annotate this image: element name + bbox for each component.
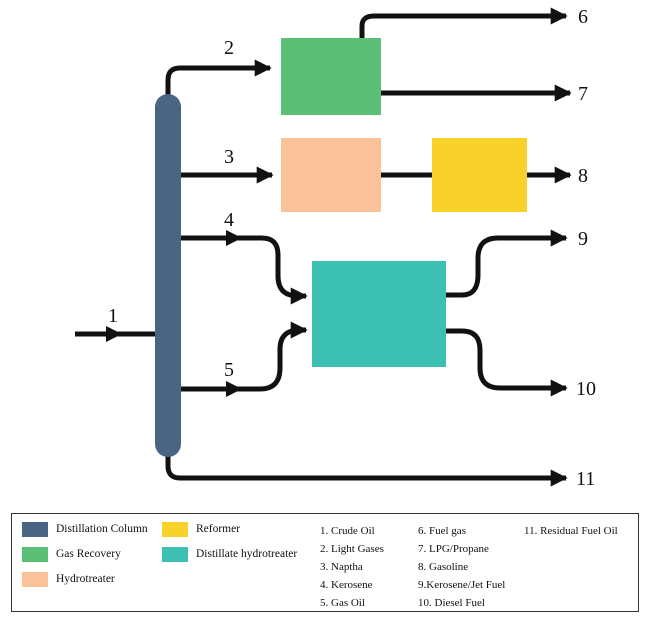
stream-label-3: 3 xyxy=(224,146,234,168)
legend-stream-11: 11. Residual Fuel Oil xyxy=(524,525,618,537)
refinery-flow-diagram: 1 2 3 4 5 6 7 8 9 10 11 xyxy=(75,6,596,490)
reformer-unit xyxy=(432,138,527,212)
legend-stream-3: 3. Naptha xyxy=(320,561,363,573)
legend-stream-4: 4. Kerosene xyxy=(320,579,373,591)
legend-label-distillation-column: Distillation Column xyxy=(56,523,148,535)
stream-4-arrow-icon xyxy=(226,230,242,246)
stream-1-arrow-icon xyxy=(106,326,122,342)
stream-label-8: 8 xyxy=(578,165,588,187)
hydrotreater-unit xyxy=(281,138,381,212)
legend-label-reformer: Reformer xyxy=(196,523,241,535)
legend: Distillation Column Gas Recovery Hydrotr… xyxy=(11,513,639,612)
stream-label-11: 11 xyxy=(576,468,595,490)
stream-5-arrow-icon xyxy=(226,381,242,397)
legend-stream-8: 8. Gasoline xyxy=(418,561,469,573)
gas-recovery-unit xyxy=(281,38,381,115)
stream-6-fuel-gas xyxy=(359,7,568,38)
stream-label-7: 7 xyxy=(578,83,588,105)
legend-label-distillate-hydrotreater: Distillate hydrotreater xyxy=(196,548,298,560)
stream-label-4: 4 xyxy=(224,209,234,231)
legend-stream-9: 9.Kerosene/Jet Fuel xyxy=(418,579,506,591)
stream-1-crude-oil xyxy=(75,326,157,342)
legend-stream-2: 2. Light Gases xyxy=(320,543,384,555)
stream-10-diesel-fuel xyxy=(446,328,568,397)
stream-5-gas-oil xyxy=(178,321,308,397)
distillate-hydrotreater-unit xyxy=(312,261,446,367)
legend-stream-5: 5. Gas Oil xyxy=(320,597,365,609)
stream-label-1: 1 xyxy=(108,305,118,327)
legend-stream-7: 7. LPG/Propane xyxy=(418,543,489,555)
stream-label-10: 10 xyxy=(576,378,596,400)
legend-stream-10: 10. Diesel Fuel xyxy=(418,597,485,609)
stream-11-residual-fuel-oil xyxy=(165,450,568,487)
legend-swatch-gas-recovery xyxy=(22,547,48,562)
stream-label-2: 2 xyxy=(224,37,234,59)
stream-9-kerosene-jet-fuel xyxy=(446,229,568,298)
stream-label-6: 6 xyxy=(578,6,588,28)
legend-label-hydrotreater: Hydrotreater xyxy=(56,573,115,585)
distillation-column xyxy=(155,94,181,457)
stream-label-9: 9 xyxy=(578,228,588,250)
stream-4-kerosene xyxy=(178,230,308,305)
legend-stream-6: 6. Fuel gas xyxy=(418,525,466,537)
legend-swatch-distillate-hydrotreater xyxy=(162,547,188,562)
legend-swatch-distillation-column xyxy=(22,522,48,537)
legend-label-gas-recovery: Gas Recovery xyxy=(56,548,121,560)
legend-swatch-reformer xyxy=(162,522,188,537)
stream-label-5: 5 xyxy=(224,359,234,381)
stream-2-light-gases xyxy=(165,59,272,98)
legend-swatch-hydrotreater xyxy=(22,572,48,587)
legend-stream-1: 1. Crude Oil xyxy=(320,525,375,537)
